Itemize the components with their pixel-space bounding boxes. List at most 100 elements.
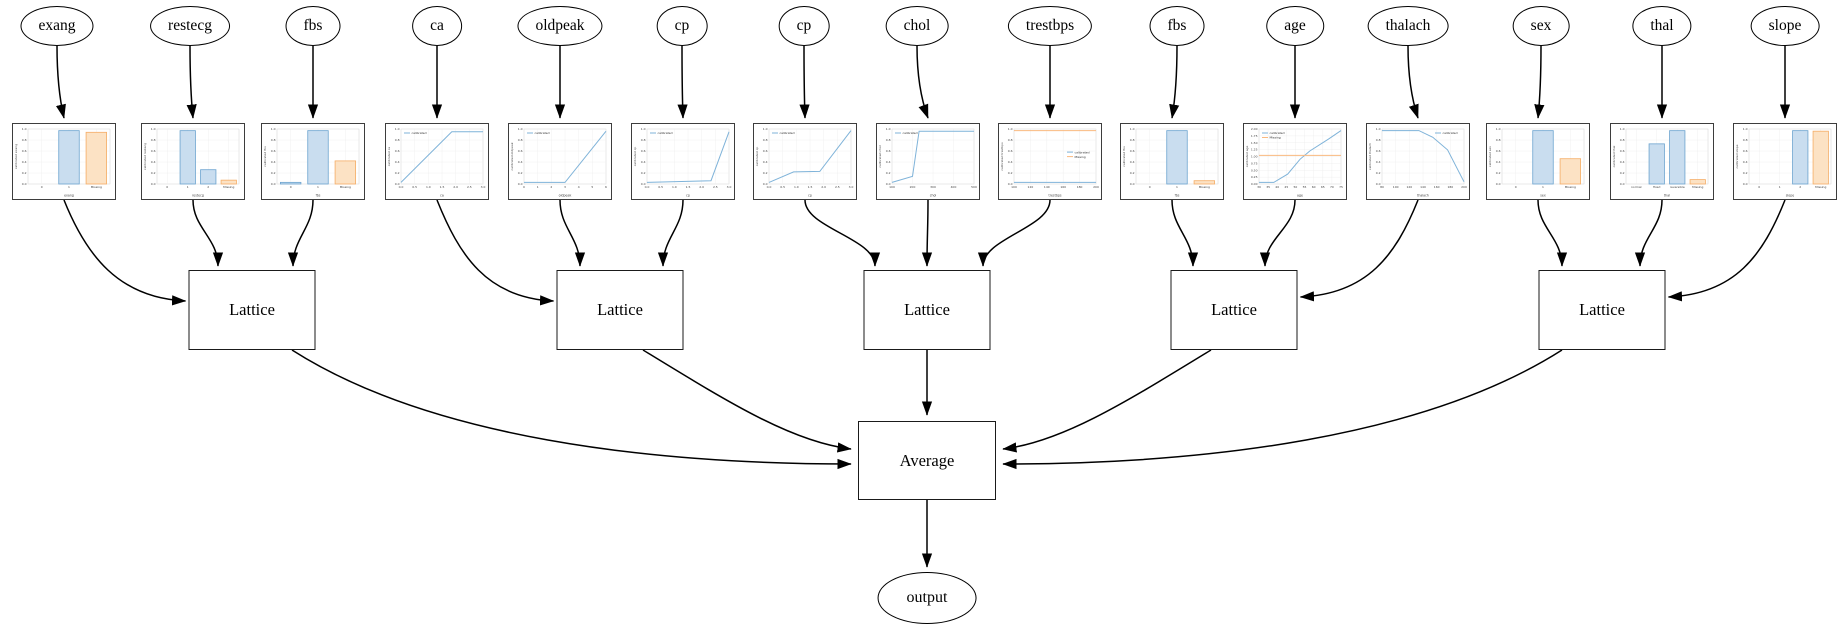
svg-text:0.2: 0.2 — [1376, 171, 1381, 175]
feature-label: slope — [1768, 17, 1802, 34]
svg-text:0.0: 0.0 — [1008, 182, 1013, 186]
lattice-label: Lattice — [1211, 300, 1257, 319]
svg-text:0: 0 — [290, 185, 292, 189]
svg-text:calibrated: calibrated — [1075, 150, 1090, 154]
svg-text:0.6: 0.6 — [518, 149, 523, 153]
svg-text:0.0: 0.0 — [641, 182, 646, 186]
svg-text:0.8: 0.8 — [1620, 138, 1625, 142]
svg-text:2.0: 2.0 — [699, 185, 704, 189]
svg-text:0: 0 — [1515, 185, 1517, 189]
svg-text:2.0: 2.0 — [821, 185, 826, 189]
svg-text:0.2: 0.2 — [1130, 171, 1135, 175]
svg-text:calibrated fbs: calibrated fbs — [263, 146, 267, 167]
svg-text:0: 0 — [523, 185, 525, 189]
svg-text:0.2: 0.2 — [1743, 171, 1748, 175]
svg-text:0.8: 0.8 — [1376, 138, 1381, 142]
svg-text:1.0: 1.0 — [672, 185, 677, 189]
svg-text:calibrated sex: calibrated sex — [1488, 146, 1492, 167]
svg-text:calibrated cp: calibrated cp — [633, 147, 637, 167]
svg-text:55: 55 — [1303, 185, 1307, 189]
lattice-node-3: Lattice — [1170, 270, 1298, 350]
feature-node-thal-13: thal — [1632, 6, 1692, 46]
svg-text:1.5: 1.5 — [808, 185, 813, 189]
svg-text:Missing: Missing — [1199, 185, 1210, 189]
svg-text:0: 0 — [1758, 185, 1760, 189]
feature-node-sex-12: sex — [1512, 6, 1570, 46]
svg-text:calibrated: calibrated — [535, 131, 550, 135]
lattice-node-1: Lattice — [556, 270, 684, 350]
svg-text:0.4: 0.4 — [1130, 160, 1135, 164]
svg-text:0.2: 0.2 — [641, 171, 646, 175]
svg-text:0.0: 0.0 — [886, 182, 891, 186]
feature-label: trestbps — [1025, 17, 1075, 34]
svg-text:Missing: Missing — [340, 185, 351, 189]
svg-text:400: 400 — [951, 185, 957, 189]
svg-text:Missing: Missing — [91, 185, 102, 189]
svg-text:65: 65 — [1321, 185, 1325, 189]
svg-text:slope: slope — [1786, 194, 1795, 198]
svg-text:calibrated oldpeak: calibrated oldpeak — [510, 142, 514, 170]
svg-text:0.0: 0.0 — [151, 182, 156, 186]
svg-text:0.6: 0.6 — [1496, 149, 1501, 153]
svg-text:0.4: 0.4 — [1376, 160, 1381, 164]
svg-text:0.4: 0.4 — [886, 160, 891, 164]
svg-text:1.0: 1.0 — [641, 127, 646, 131]
svg-text:2.5: 2.5 — [467, 185, 472, 189]
lattice-label: Lattice — [597, 300, 643, 319]
svg-text:0.8: 0.8 — [886, 138, 891, 142]
lattice-node-2: Lattice — [863, 270, 991, 350]
svg-text:0.0: 0.0 — [1620, 182, 1625, 186]
edge-chart-to-lattice-2 — [287, 199, 314, 267]
svg-text:sex: sex — [1540, 194, 1546, 198]
feature-label: sex — [1530, 17, 1552, 34]
svg-text:1: 1 — [537, 185, 539, 189]
svg-text:80: 80 — [1380, 185, 1384, 189]
svg-text:0.00: 0.00 — [1251, 182, 1258, 186]
svg-text:Missing: Missing — [223, 185, 234, 189]
svg-text:0.50: 0.50 — [1251, 168, 1258, 172]
svg-text:1: 1 — [1176, 185, 1178, 189]
svg-text:0: 0 — [1149, 185, 1151, 189]
svg-text:0.0: 0.0 — [763, 182, 768, 186]
svg-text:1.0: 1.0 — [886, 127, 891, 131]
feature-label: age — [1284, 17, 1306, 34]
svg-text:180: 180 — [1077, 185, 1083, 189]
svg-text:0.6: 0.6 — [641, 149, 646, 153]
svg-text:0.4: 0.4 — [1496, 160, 1501, 164]
edge-chart-to-lattice-6 — [804, 199, 881, 267]
svg-text:0.8: 0.8 — [1743, 138, 1748, 142]
svg-text:1.0: 1.0 — [1008, 127, 1013, 131]
svg-text:0.25: 0.25 — [1251, 175, 1258, 179]
svg-text:calibrated: calibrated — [780, 131, 795, 135]
svg-text:0.8: 0.8 — [518, 138, 523, 142]
edge-chart-to-lattice-9 — [1171, 199, 1199, 267]
edge-chart-to-lattice-8 — [977, 199, 1051, 267]
edge-chart-to-lattice-14 — [1667, 199, 1786, 302]
edge-feature-to-chart-9 — [1169, 45, 1180, 119]
svg-text:calibrated trestbps: calibrated trestbps — [1000, 142, 1004, 171]
svg-text:0.6: 0.6 — [1130, 149, 1135, 153]
feature-label: restecg — [168, 17, 212, 34]
svg-text:0.8: 0.8 — [271, 138, 276, 142]
svg-text:40: 40 — [1275, 185, 1279, 189]
svg-text:calibrated: calibrated — [903, 131, 918, 135]
svg-text:Missing: Missing — [1692, 185, 1703, 189]
svg-text:1.0: 1.0 — [1376, 127, 1381, 131]
svg-text:45: 45 — [1284, 185, 1288, 189]
average-label: Average — [899, 450, 955, 470]
lattice-node-4: Lattice — [1538, 270, 1666, 350]
svg-text:4: 4 — [578, 185, 580, 189]
svg-text:0.6: 0.6 — [271, 149, 276, 153]
feature-label: chol — [903, 17, 931, 34]
svg-text:1.0: 1.0 — [271, 127, 276, 131]
